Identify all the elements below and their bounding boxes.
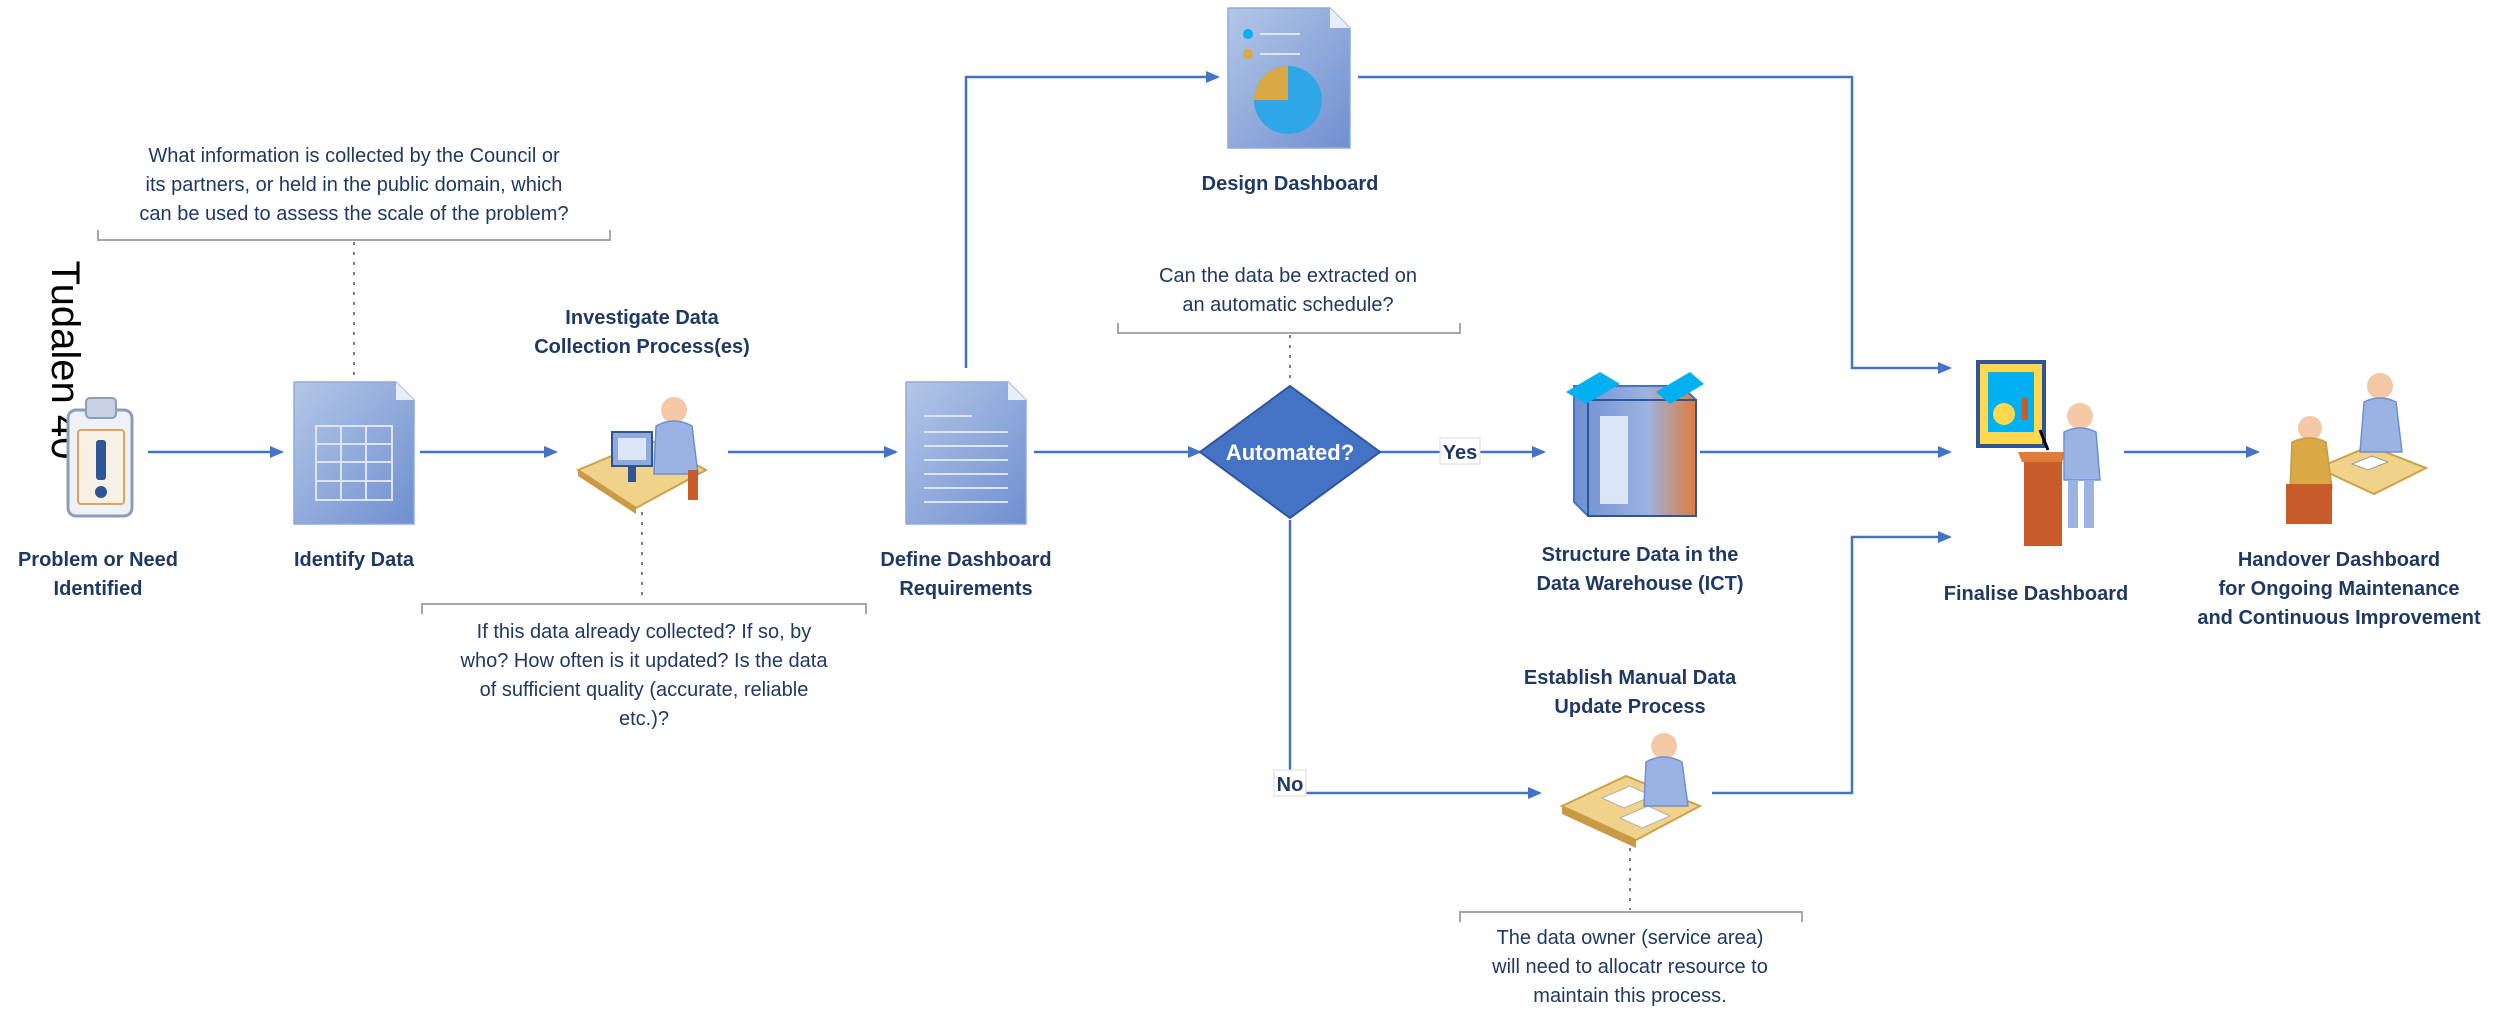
arrow-design-to-finalise: [1358, 75, 1952, 374]
note-bracket-quality: [421, 603, 867, 614]
node-design-label: Design Dashboard: [1201, 173, 1379, 195]
node-finalise-label: Finalise Dashboard: [1943, 583, 2129, 605]
note-bracket-schedule: [1117, 323, 1461, 334]
handover-meeting-icon: [2286, 373, 2429, 524]
note-owner: The data owner (service area) will need …: [1492, 927, 1768, 1007]
design-dashboard-pie-document-icon: [1227, 7, 1351, 149]
node-handover-label: Handover Dashboard for Ongoing Maintenan…: [2197, 549, 2481, 629]
note-bracket-owner: [1459, 911, 1803, 922]
node-identify-label: Identify Data: [293, 549, 415, 571]
define-requirements-document-icon: [905, 381, 1027, 525]
investigate-person-computer-icon: [575, 397, 709, 514]
note-quality: If this data already collected? If so, b…: [460, 621, 828, 730]
finalise-presenter-icon: [1976, 360, 2101, 546]
node-problem-label: Problem or Need Identified: [17, 549, 179, 600]
node-manual-label: Establish Manual Data Update Process: [1523, 667, 1737, 718]
note-bracket-info: [97, 230, 611, 241]
edge-no-label: No: [1277, 774, 1304, 796]
note-schedule: Can the data be extracted on an automati…: [1159, 265, 1417, 316]
data-warehouse-server-icon: [1566, 372, 1704, 517]
problem-clipboard-icon: [66, 397, 134, 518]
automated-decision-label: Automated?: [1226, 440, 1354, 465]
node-structure-label: Structure Data in the Data Warehouse (IC…: [1536, 544, 1744, 595]
identify-data-spreadsheet-icon: [293, 381, 415, 525]
automated-decision-diamond: Automated?: [1198, 384, 1382, 520]
arrow-manual-to-finalise: [1712, 531, 1952, 795]
arrow-define-to-design: [964, 71, 1220, 368]
edge-yes-label: Yes: [1443, 442, 1477, 464]
note-info: What information is collected by the Cou…: [139, 145, 569, 225]
manual-process-person-papers-icon: [1559, 733, 1703, 848]
node-investigate-label: Investigate Data Collection Process(es): [534, 307, 750, 358]
node-define-label: Define Dashboard Requirements: [880, 549, 1052, 600]
